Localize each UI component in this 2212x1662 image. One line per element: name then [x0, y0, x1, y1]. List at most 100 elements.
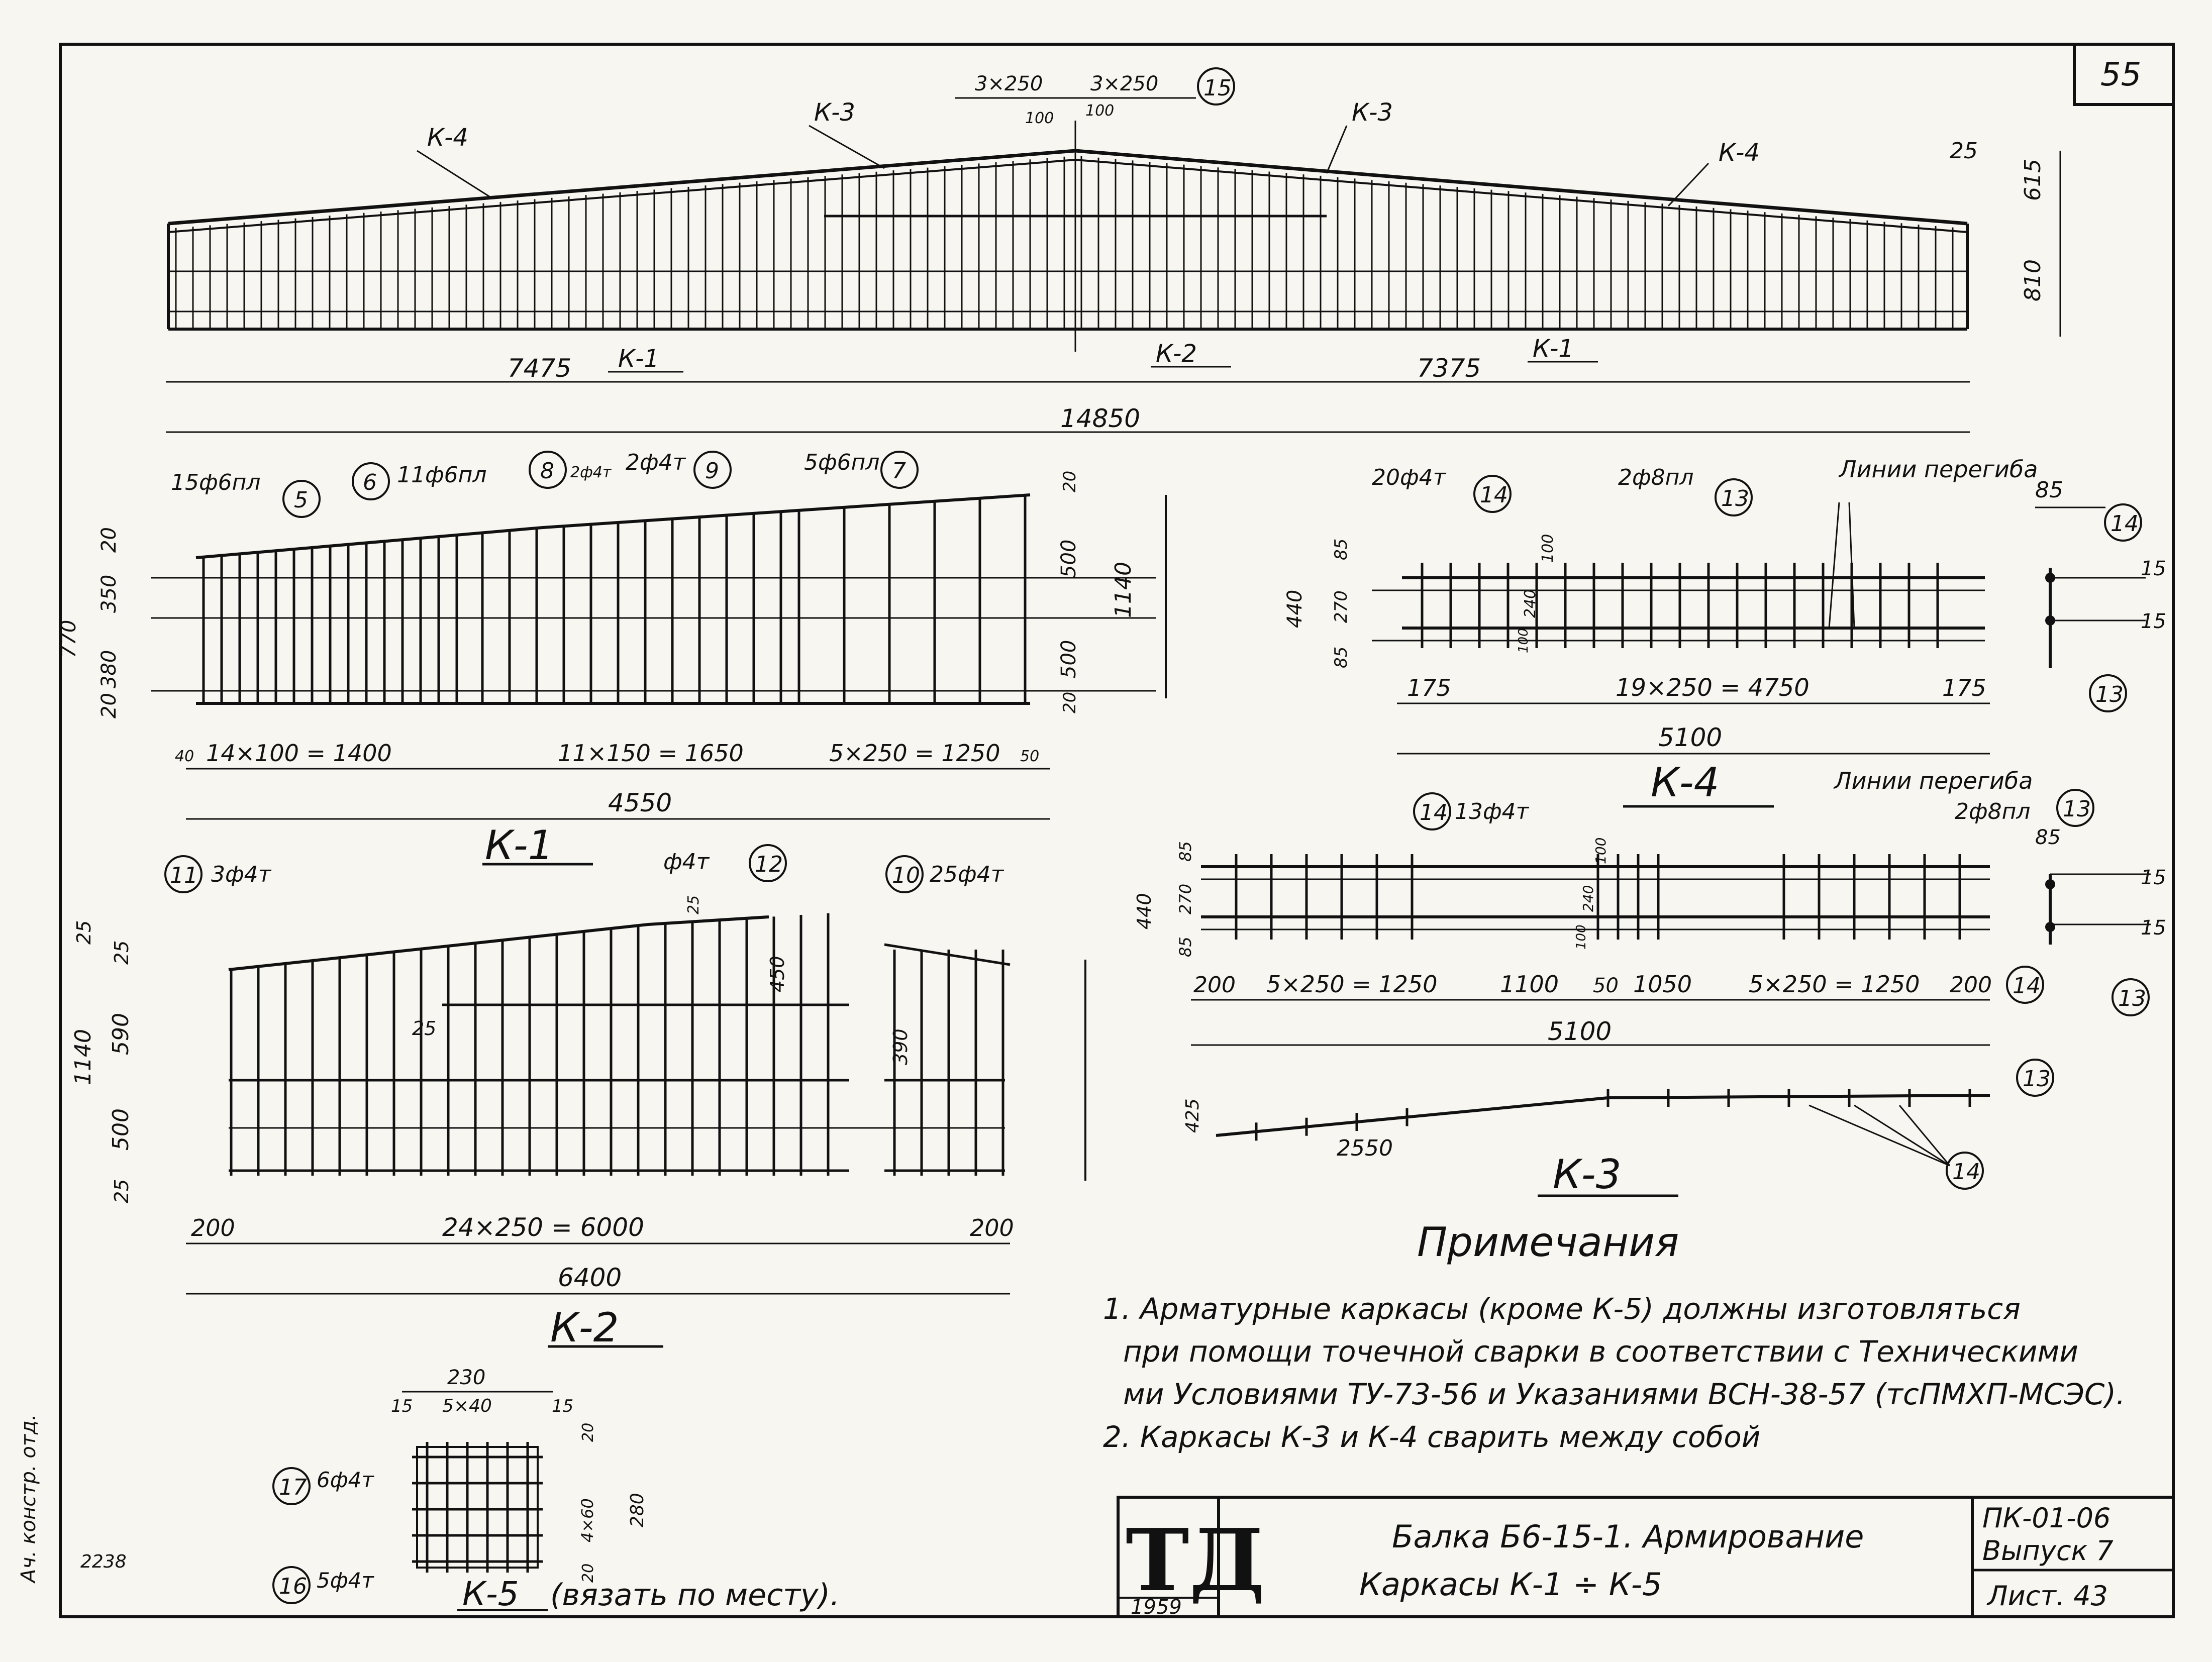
k5-dim-280: 280 — [627, 1493, 648, 1527]
k3-dim-50: 50 — [1593, 974, 1619, 997]
elev-100-right: 100 — [1085, 102, 1114, 120]
k4-sec-15a: 15 — [2141, 557, 2166, 580]
k1-dim-5x250: 5×250 = 1250 — [829, 740, 1000, 767]
elev-dim-810: 810 — [2020, 259, 2046, 301]
k4-dim-85b: 85 — [1331, 647, 1351, 668]
k2-dim-450: 450 — [766, 956, 788, 992]
k2-stirrups — [230, 913, 1004, 1176]
k2-title: К-2 — [550, 1304, 619, 1351]
label-k3-left: К-3 — [814, 98, 855, 127]
k4-bar-2f8: 2ф8пл — [1618, 465, 1694, 490]
callout-15 — [1197, 67, 1235, 106]
elev-dim-7375: 7375 — [1417, 354, 1481, 383]
elev-dim-14850: 14850 — [1060, 404, 1140, 433]
k2-dim-500: 500 — [108, 1108, 134, 1151]
k1-dim-r-20a: 20 — [1060, 471, 1080, 492]
k1-dim-r-500a: 500 — [1057, 540, 1080, 578]
k1-edge-40: 40 — [175, 748, 194, 765]
k1-dim-14x100: 14×100 = 1400 — [206, 740, 392, 767]
k3-dim-100a: 100 — [1592, 838, 1609, 864]
k2-dim-390: 390 — [889, 1028, 912, 1065]
k4-title: К-4 — [1651, 759, 1720, 806]
k4-dim-100b: 100 — [1516, 628, 1531, 653]
k3-profile — [1216, 1089, 1990, 1141]
k1-callout-6: 6 — [363, 470, 377, 495]
k1-bar-2f4-small: 2ф4т — [570, 464, 612, 481]
k3-profile-2550: 2550 — [1337, 1135, 1393, 1161]
label-k1-right: К-1 — [1533, 335, 1574, 363]
k4-bend-label: Линии перегиба — [1838, 456, 2038, 483]
k2-dim-1140: 1140 — [70, 1029, 96, 1085]
k5-bar-5f4: 5ф4т — [317, 1568, 374, 1593]
title-series: ПК-01-06 — [1982, 1502, 2110, 1534]
k5-dim-20a: 20 — [579, 1423, 597, 1442]
k1-bar-5f6: 5ф6пл — [804, 450, 880, 475]
k3-dim-5x250a: 5×250 = 1250 — [1266, 971, 1437, 998]
k1-dim-r-500b: 500 — [1057, 640, 1080, 678]
k2-top-bar — [228, 915, 769, 971]
k2-cage — [228, 913, 1086, 1181]
k1-callout-5: 5 — [294, 487, 308, 513]
k3-dim-240: 240 — [1580, 885, 1596, 912]
beam-stirrups — [175, 156, 1954, 329]
k1-cage — [151, 493, 1167, 705]
title-sheet: Лист. 43 — [1986, 1580, 2108, 1612]
k2-dim-25a: 25 — [73, 920, 95, 945]
k3-dim-85a: 85 — [1176, 841, 1195, 862]
k2-bar-3f4: 3ф4т — [211, 862, 272, 887]
k3-profile-425: 425 — [1182, 1098, 1203, 1133]
beam-elevation — [167, 121, 1969, 352]
beam-top-chord — [168, 149, 1968, 226]
title-line-2: Каркасы К-1 ÷ К-5 — [1359, 1566, 1662, 1603]
k4-dim-175a: 175 — [1407, 674, 1451, 701]
title-block — [1117, 1496, 2175, 1618]
beam-top-chord-inner — [168, 158, 1968, 233]
k3-sec-15b: 15 — [2141, 916, 2166, 940]
k3-dim-1100: 1100 — [1500, 971, 1559, 998]
notes-heading: Примечания — [1417, 1219, 1679, 1266]
k2-dim-25c: 25 — [111, 1179, 133, 1203]
k2-bar-25f4: 25ф4т — [930, 862, 1004, 887]
k2-dim-inner-25: 25 — [685, 895, 702, 914]
k2-dim-24x250: 24×250 = 6000 — [442, 1213, 644, 1242]
k4-dim-19x250: 19×250 = 4750 — [1616, 674, 1809, 702]
k3-sec-15a: 15 — [2141, 866, 2166, 889]
k1-edge-50: 50 — [1020, 748, 1039, 765]
k5-callout-16: 16 — [279, 1574, 307, 1599]
k5-dim-5x40: 5×40 — [442, 1396, 492, 1416]
k1-dim-4550: 4550 — [608, 788, 672, 817]
archive-number: 2238 — [80, 1551, 127, 1572]
k4-callout-13a: 13 — [1721, 486, 1749, 511]
k4-dim-175b: 175 — [1942, 674, 1986, 701]
k4-callout-14a: 14 — [1480, 482, 1508, 508]
k1-dim-1140: 1140 — [1111, 562, 1136, 618]
k2-dim-590: 590 — [108, 1013, 134, 1055]
k5-dim-230: 230 — [447, 1366, 485, 1389]
k3-bend-label: Линии перегиба — [1833, 767, 2033, 794]
k5-grid — [412, 1442, 543, 1573]
k4-cage — [1372, 563, 1985, 648]
k4-dim-270: 270 — [1331, 590, 1351, 623]
notes-line-3: ми Условиями ТУ-73-56 и Указаниями ВСН-3… — [1123, 1377, 2125, 1411]
k5-note: (вязать по месту). — [550, 1578, 840, 1613]
notes-line-4: 2. Каркасы К-3 и К-4 сварить между собой — [1103, 1420, 1760, 1454]
k1-dim-770: 770 — [57, 620, 80, 658]
k5-dim-20b: 20 — [579, 1564, 597, 1583]
k4-dim-85a: 85 — [1331, 539, 1351, 560]
elev-100-left: 100 — [1025, 110, 1054, 127]
k2-dim-6400: 6400 — [558, 1263, 622, 1292]
k4-callout-13b: 13 — [2095, 682, 2124, 707]
k3-callout-14b: 14 — [2013, 973, 2041, 999]
k5-callout-17: 17 — [279, 1475, 307, 1500]
elev-top-left-dim: 3×250 — [975, 72, 1043, 95]
k1-callout-8: 8 — [540, 458, 554, 484]
k3-bar-13f4: 13ф4т — [1455, 799, 1530, 824]
notes-line-1: 1. Арматурные каркасы (кроме К-5) должны… — [1103, 1292, 2021, 1326]
k3-profile-ticks — [1255, 1089, 1971, 1141]
k3-dim-440: 440 — [1133, 893, 1155, 929]
k2-callout-11: 11 — [170, 863, 198, 888]
k1-title: К-1 — [485, 822, 554, 869]
k1-callout-9: 9 — [705, 458, 719, 484]
page-number-box — [2073, 43, 2175, 106]
page-number: 55 — [2100, 56, 2141, 93]
